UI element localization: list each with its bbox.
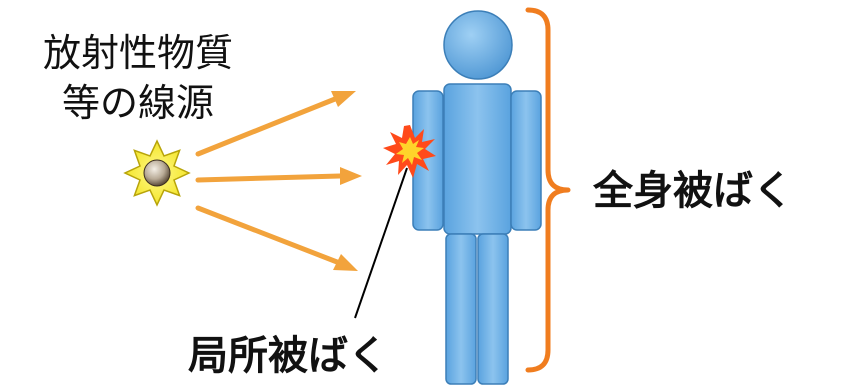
right-leg	[477, 233, 509, 385]
arrow-upper	[195, 91, 356, 157]
whole-body-brace	[525, 7, 571, 373]
source-label-line2: 等の線源	[61, 81, 214, 125]
source-label-line1: 放射性物質	[42, 31, 233, 75]
right-arm	[510, 90, 542, 231]
radiation-source-label: 放射性物質 等の線源	[4, 28, 272, 128]
head	[443, 10, 513, 80]
local-exposure-label: 局所被ばく	[188, 333, 388, 379]
human-figure	[412, 10, 542, 385]
explosion-burst-icon	[383, 125, 436, 178]
whole-body-exposure-label: 全身被ばく	[593, 168, 793, 214]
local-pointer-line	[354, 167, 408, 319]
left-leg	[445, 233, 477, 385]
arrow-lower	[195, 205, 358, 271]
torso	[443, 83, 512, 235]
radiation-source-icon	[123, 139, 191, 207]
arrow-middle	[195, 167, 362, 185]
radiation-arrows	[195, 91, 362, 271]
